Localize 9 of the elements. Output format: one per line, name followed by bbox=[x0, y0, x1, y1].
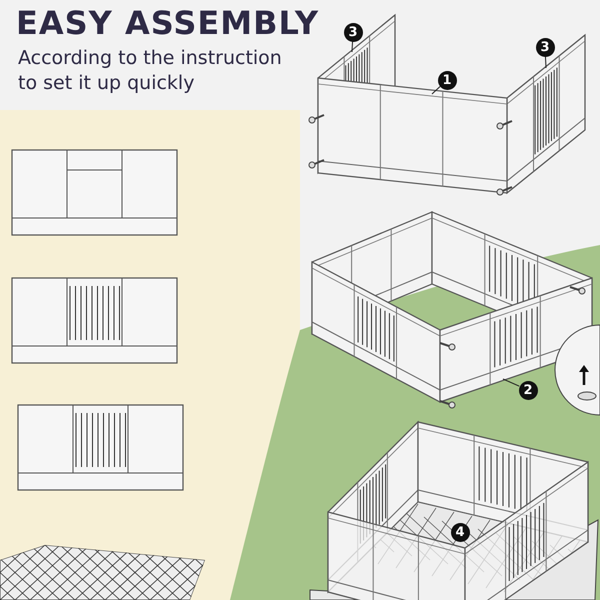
callout-number: 3 bbox=[536, 38, 554, 56]
callout-number: 3 bbox=[344, 22, 362, 42]
callout-number: 1 bbox=[438, 70, 456, 90]
subtitle: According to the instruction to set it up quickly bbox=[18, 46, 283, 96]
leader-line bbox=[352, 41, 354, 52]
title: EASY ASSEMBLY bbox=[16, 4, 320, 42]
leader-line bbox=[432, 86, 441, 94]
leader-line bbox=[502, 378, 520, 387]
leader-line bbox=[544, 56, 546, 68]
